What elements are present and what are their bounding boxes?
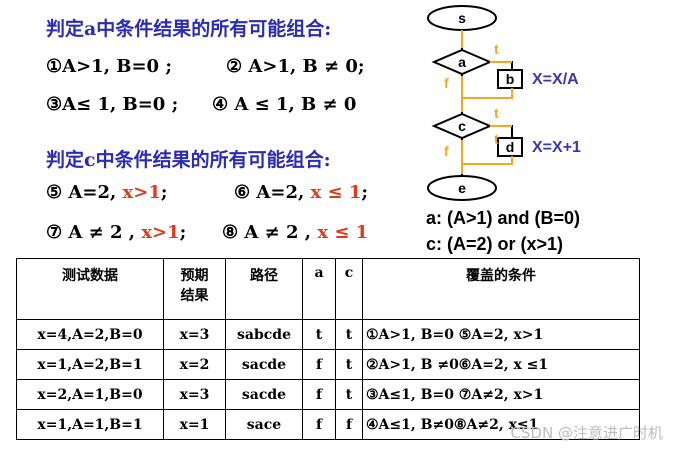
cell-a: f xyxy=(302,349,336,380)
formula-a: a: (A>1) and (B=0) xyxy=(426,208,581,228)
edge-a-true: t xyxy=(494,41,499,57)
cell-test-data: x=4,A=2,B=0 xyxy=(16,319,164,350)
cell-test-data: x=1,A=2,B=1 xyxy=(16,349,164,380)
cell-a: t xyxy=(302,319,336,350)
cell-path: sace xyxy=(225,409,303,440)
table-header-row: 测试数据 预期 结果 路径 a c 覆盖的条件 xyxy=(16,258,640,320)
cond-2: ② A>1, B ≠ 0; xyxy=(226,56,365,77)
cond-7: ⑦ A ≠ 2 , x>1; xyxy=(46,222,186,243)
cond-3: ③A≤ 1, B=0 ; xyxy=(46,94,179,115)
coverage-table: 测试数据 预期 结果 路径 a c 覆盖的条件 x=4,A=2,B=0 x=3 … xyxy=(16,258,640,440)
assign-b: X=X/A xyxy=(532,71,579,88)
cond-5-red: x>1 xyxy=(122,182,161,203)
cond-8: ⑧ A ≠ 2 , x ≤ 1 xyxy=(222,222,368,243)
cell-test-data: x=1,A=1,B=1 xyxy=(16,409,164,440)
node-b-label: b xyxy=(506,71,515,87)
table-row: x=2,A=1,B=0 x=3 sacde f t ③A≤1, B=0 ⑦A≠2… xyxy=(16,379,640,410)
cond-5-suffix: ; xyxy=(160,182,168,203)
heading-decision-c: 判定c中条件结果的所有可能组合: xyxy=(46,149,331,171)
cond-6-suffix: ; xyxy=(361,182,369,203)
header-covered: 覆盖的条件 xyxy=(362,258,640,320)
edge-c-false: f xyxy=(444,143,449,159)
assign-d: X=X+1 xyxy=(532,139,581,156)
cell-c: t xyxy=(335,349,363,380)
cell-path: sacde xyxy=(225,379,303,410)
process-b xyxy=(497,69,523,89)
edge-ab-true: t xyxy=(494,105,499,121)
cell-covered: ③A≤1, B=0 ⑦A≠2, x>1 xyxy=(362,379,640,410)
heading-decision-a: 判定a中条件结果的所有可能组合: xyxy=(46,18,332,40)
header-path: 路径 xyxy=(225,258,303,320)
cell-a: f xyxy=(302,379,336,410)
table-row: x=4,A=2,B=0 x=3 sabcde t t ①A>1, B=0 ⑤A=… xyxy=(16,319,640,350)
cond-7-red: x>1 xyxy=(141,222,180,243)
cell-expected: x=2 xyxy=(163,349,226,380)
cell-expected: x=1 xyxy=(163,409,226,440)
cell-path: sacde xyxy=(225,349,303,380)
cell-c: f xyxy=(335,409,363,440)
cond-4: ④ A ≤ 1, B ≠ 0 xyxy=(212,94,357,115)
cell-path: sabcde xyxy=(225,319,303,350)
cond-7-prefix: ⑦ A ≠ 2 , xyxy=(46,222,136,243)
cell-test-data: x=2,A=1,B=0 xyxy=(16,379,164,410)
header-test-data: 测试数据 xyxy=(16,258,164,320)
header-a: a xyxy=(302,258,336,320)
header-c: c xyxy=(335,258,363,320)
cell-covered: ④A≤1, B≠0⑧A≠2, x≤1 xyxy=(362,409,640,440)
flowchart: s a b c d e t f t t f X=X/A X=X+1 xyxy=(427,5,581,201)
cell-c: t xyxy=(335,379,363,410)
cond-8-prefix: ⑧ A ≠ 2 , xyxy=(222,222,312,243)
table-row: x=1,A=1,B=1 x=1 sace f f ④A≤1, B≠0⑧A≠2, … xyxy=(16,409,640,440)
start-label: s xyxy=(458,10,466,26)
end-node xyxy=(427,175,497,201)
cond-6: ⑥ A=2, x ≤ 1; xyxy=(234,182,368,203)
node-c-label: c xyxy=(458,118,466,134)
header-expected: 预期 结果 xyxy=(163,258,226,320)
watermark: CSDN @注意进广时机 xyxy=(510,424,663,442)
edge-c-true: t xyxy=(494,131,499,147)
formula-c: c: (A=2) or (x>1) xyxy=(426,234,564,254)
end-label: e xyxy=(458,180,466,196)
cell-c: t xyxy=(335,319,363,350)
table-row: x=1,A=2,B=1 x=2 sacde f t ②A>1, B ≠0⑥A=2… xyxy=(16,349,640,380)
cell-expected: x=3 xyxy=(163,319,226,350)
cond-1: ①A>1, B=0 ; xyxy=(46,56,172,77)
cond-6-red: x ≤ 1 xyxy=(310,182,362,203)
cell-a: f xyxy=(302,409,336,440)
node-a-label: a xyxy=(458,54,466,70)
process-d xyxy=(497,137,523,157)
cell-expected: x=3 xyxy=(163,379,226,410)
cell-covered: ②A>1, B ≠0⑥A=2, x ≤1 xyxy=(362,349,640,380)
edge-a-false: f xyxy=(444,75,449,91)
cond-5: ⑤ A=2, x>1; xyxy=(46,182,168,203)
cond-7-suffix: ; xyxy=(179,222,187,243)
cond-6-prefix: ⑥ A=2, xyxy=(234,182,305,203)
cond-5-prefix: ⑤ A=2, xyxy=(46,182,117,203)
node-d-label: d xyxy=(506,139,515,155)
cond-8-red: x ≤ 1 xyxy=(317,222,369,243)
cell-covered: ①A>1, B=0 ⑤A=2, x>1 xyxy=(362,319,640,350)
